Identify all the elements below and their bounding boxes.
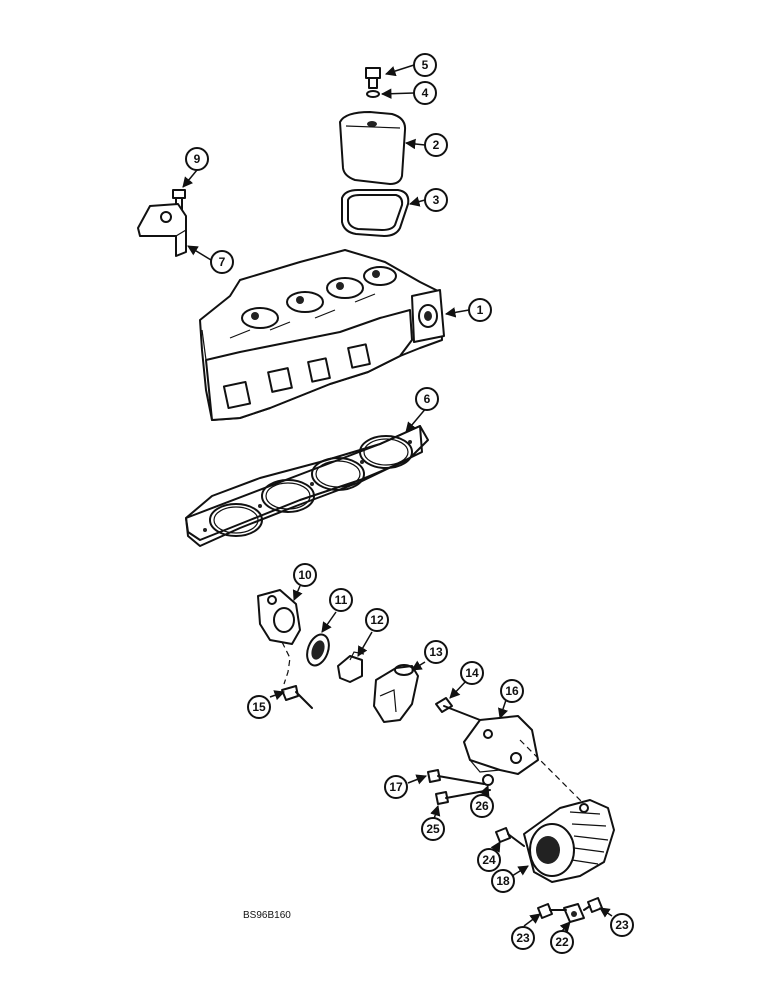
callout-22: 22 [550,930,574,954]
thermostat-part-12 [337,651,365,683]
seal-part-11 [306,633,330,667]
callout-18: 18 [491,869,515,893]
bolt-part-24 [495,827,525,847]
callout-15: 15 [247,695,271,719]
bolt-part-23-right [583,897,603,913]
gasket-part-3 [341,189,410,237]
callout-23-right-label: 23 [615,918,629,932]
alternator-part-18 [523,799,615,883]
callout-10: 10 [293,563,317,587]
link-part-22 [563,903,585,923]
callout-25: 25 [421,817,445,841]
bolt-part-23-left [537,903,567,919]
callout-22-label: 22 [555,935,569,949]
callout-6-label: 6 [424,392,431,406]
callout-15-label: 15 [252,700,266,714]
bolt-part-14 [435,697,481,721]
callout-14: 14 [460,661,484,685]
callout-25-label: 25 [426,822,440,836]
callout-10-label: 10 [298,568,312,582]
callout-11-label: 11 [335,593,348,607]
head-gasket-part-6 [185,425,429,547]
callout-3: 3 [424,188,448,212]
callout-2-label: 2 [433,138,440,152]
callout-24: 24 [477,848,501,872]
washer-part-4 [366,90,380,98]
callout-17-label: 17 [389,780,403,794]
callout-17: 17 [384,775,408,799]
bolt-part-5 [365,67,381,89]
callout-14-label: 14 [465,666,479,680]
callout-9: 9 [185,147,209,171]
alternator-bracket-part-16 [463,715,597,837]
lifting-bracket-part-7 [137,203,187,257]
callout-7: 7 [210,250,234,274]
callout-3-label: 3 [433,193,440,207]
thermostat-housing-part-13 [373,664,419,723]
callout-16: 16 [500,679,524,703]
cover-part-2 [339,111,407,185]
callout-26: 26 [470,794,494,818]
figure-id: BS96B160 [243,910,291,921]
callout-7-label: 7 [219,255,226,269]
callout-1: 1 [468,298,492,322]
callout-4-label: 4 [422,86,429,100]
callout-1-label: 1 [477,303,484,317]
callout-12-label: 12 [370,613,384,627]
cylinder-head-part-1 [199,249,445,421]
callout-6: 6 [415,387,439,411]
callout-26-label: 26 [475,799,489,813]
callout-12: 12 [365,608,389,632]
callout-5: 5 [413,53,437,77]
bolt-part-15 [281,685,313,709]
callout-24-label: 24 [482,853,496,867]
callout-23-left: 23 [511,926,535,950]
bolt-part-17 [427,769,485,785]
thermostat-plate-part-10 [257,589,301,685]
callout-16-label: 16 [505,684,519,698]
callout-18-label: 18 [496,874,510,888]
leader-lines [182,64,613,933]
callout-5-label: 5 [422,58,429,72]
callout-13: 13 [424,640,448,664]
callout-11: 11 [329,588,353,612]
callout-4: 4 [413,81,437,105]
callout-9-label: 9 [194,152,201,166]
callout-13-label: 13 [429,645,443,659]
callout-23-right: 23 [610,913,634,937]
callout-23-left-label: 23 [516,931,530,945]
spacer-part-26 [482,774,494,786]
callout-2: 2 [424,133,448,157]
